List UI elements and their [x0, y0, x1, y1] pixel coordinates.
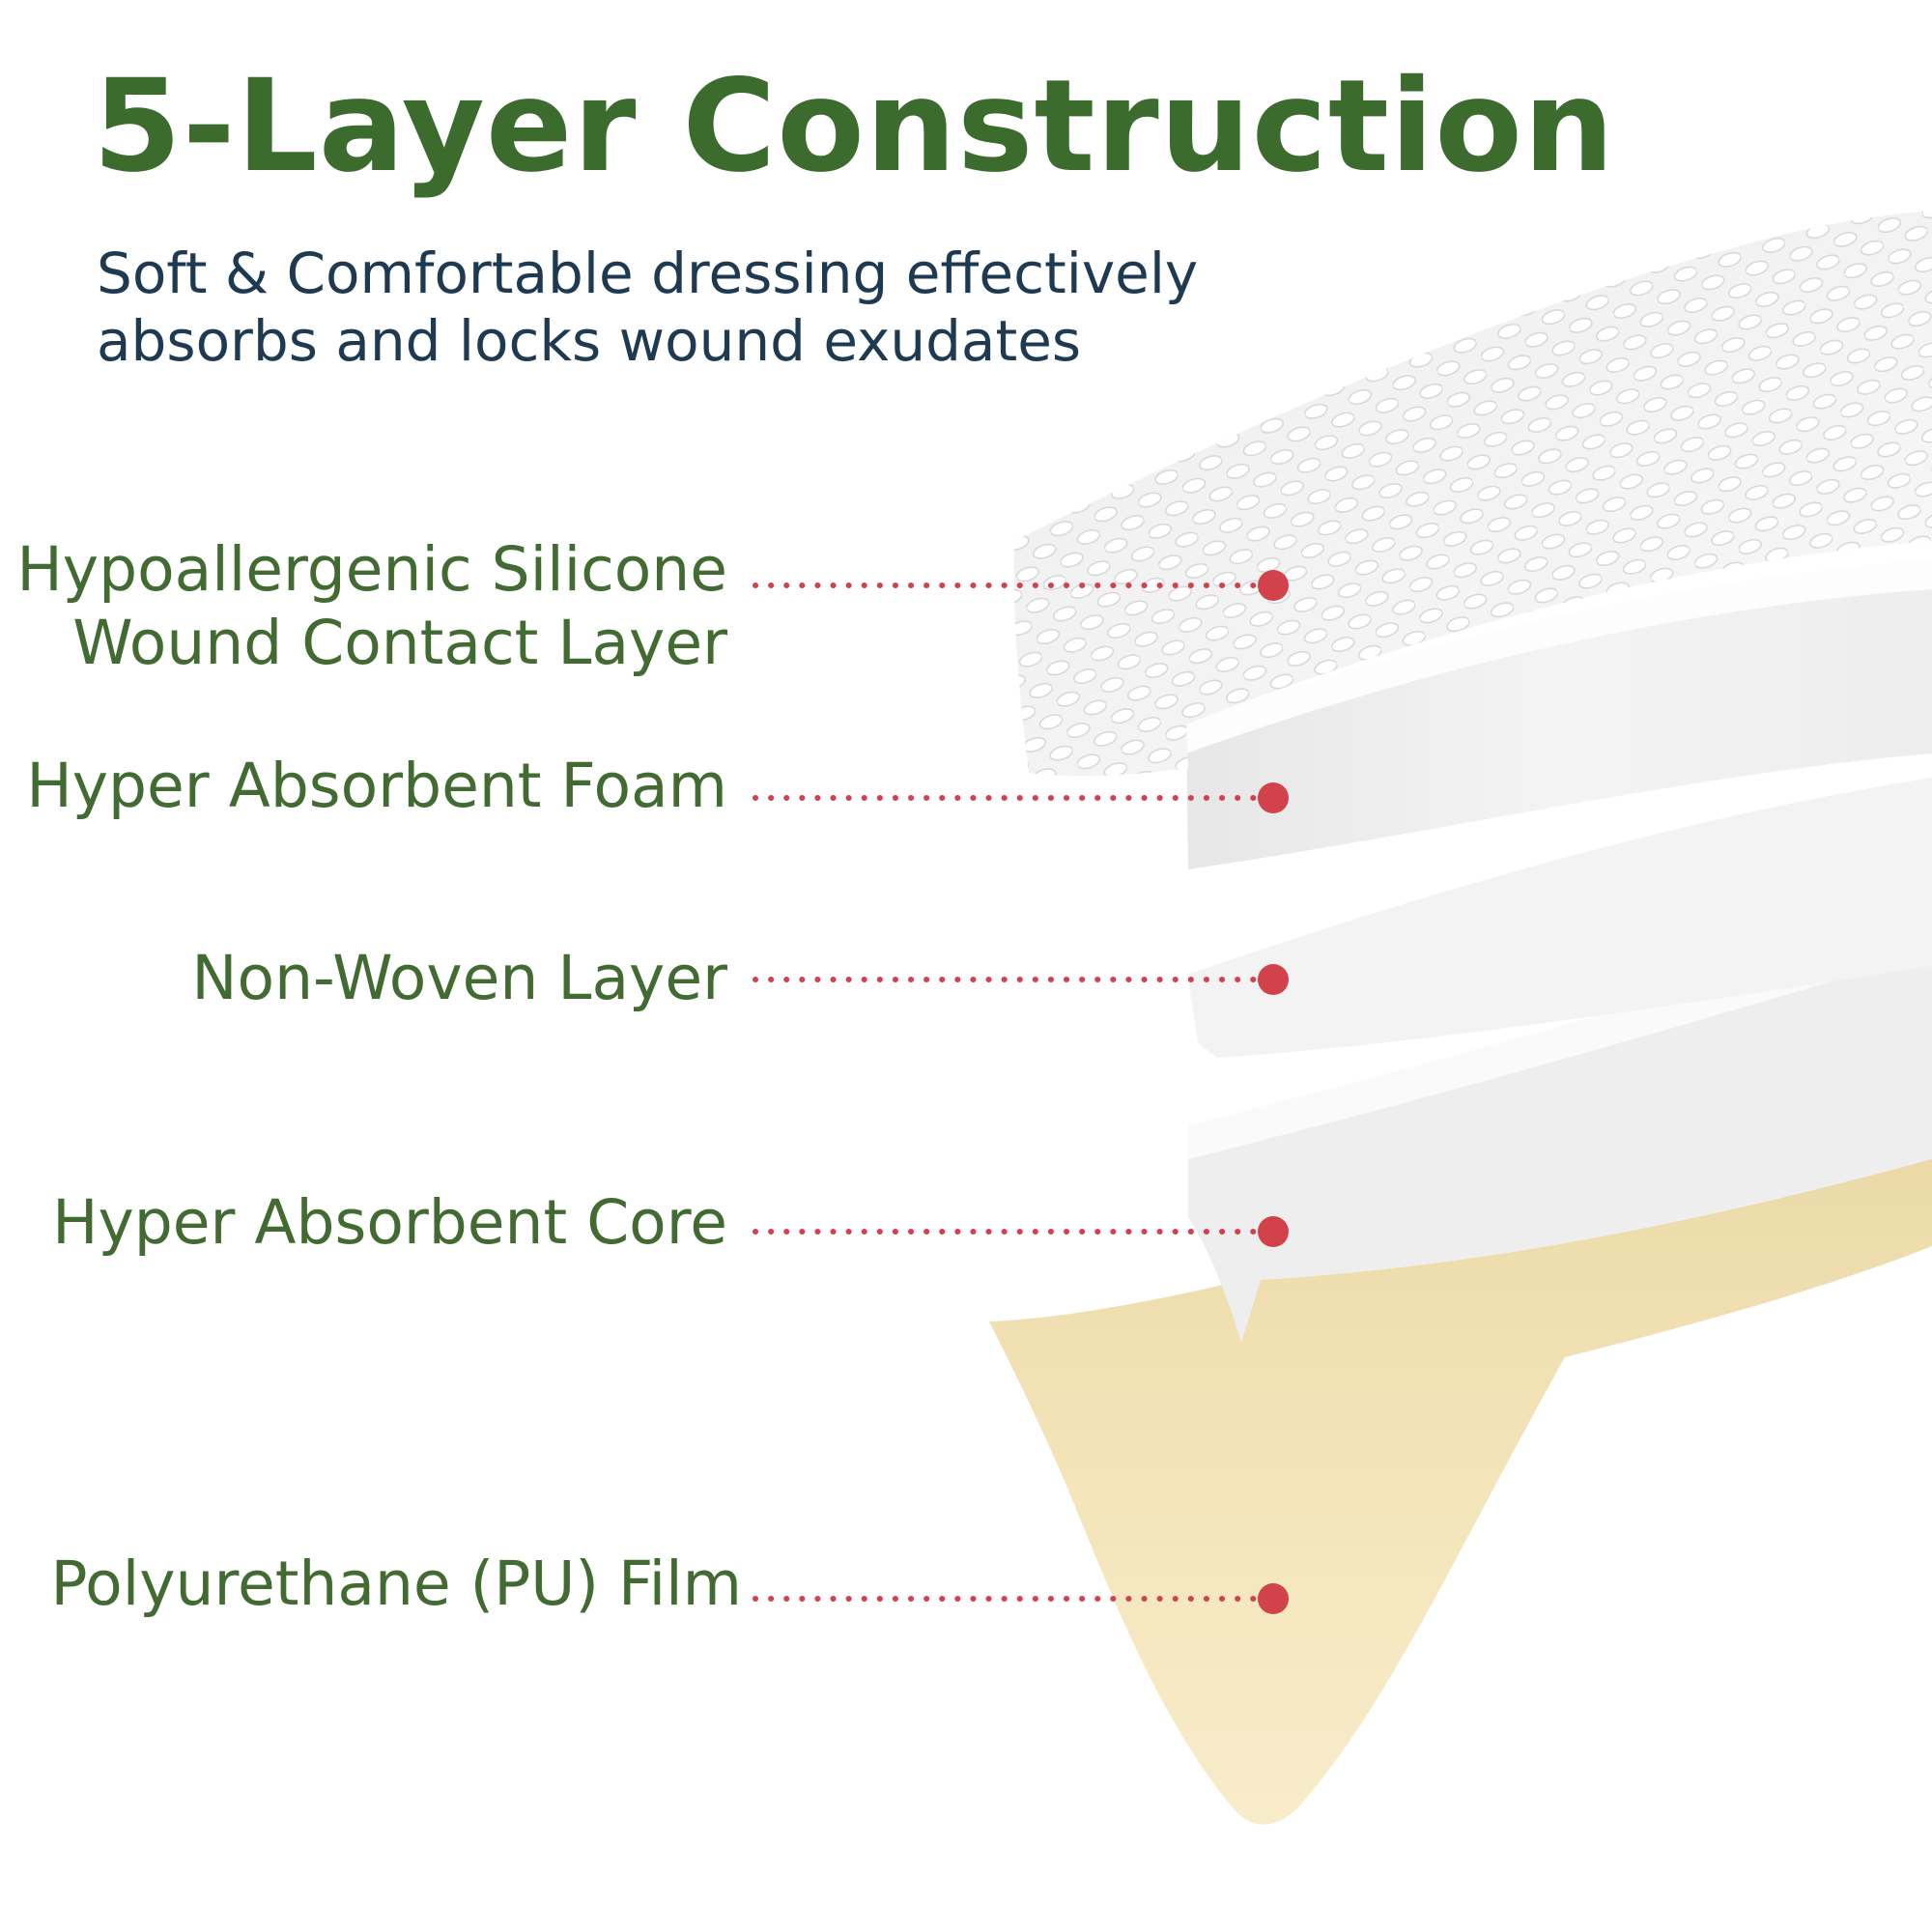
foam-layer [1186, 560, 1932, 869]
layer-label-silicone-line2: Wound Contact Layer [72, 608, 727, 678]
layer-label-silicone: Hypoallergenic Silicone Wound Contact La… [16, 533, 727, 680]
leader-lines [753, 570, 1289, 1614]
non-woven-layer [1183, 749, 1932, 1058]
non-woven-layer-edge [1183, 749, 1932, 976]
pu-film-layer [989, 1077, 1932, 1825]
layer-label-pu-film: Polyurethane (PU) Film [50, 1548, 742, 1621]
layer-label-pu-film-line1: Polyurethane (PU) Film [50, 1548, 742, 1619]
layer-label-non-woven: Non-Woven Layer [191, 942, 727, 1015]
core-layer [1188, 918, 1932, 1343]
layer-label-silicone-line1: Hypoallergenic Silicone [16, 534, 727, 605]
layer-label-core: Hyper Absorbent Core [52, 1186, 727, 1260]
leader-dot-pu-film [1258, 1583, 1289, 1614]
layer-label-foam: Hyper Absorbent Foam [26, 750, 727, 823]
silicone-perforations [1013, 211, 1932, 777]
leader-dot-non-woven [1258, 964, 1289, 995]
layer-label-foam-line1: Hyper Absorbent Foam [26, 751, 727, 821]
layer-label-core-line1: Hyper Absorbent Core [52, 1187, 727, 1258]
page-subtitle: Soft & Comfortable dressing effectively … [97, 241, 1199, 374]
page-title: 5-Layer Construction [93, 52, 1615, 201]
layer-label-non-woven-line1: Non-Woven Layer [191, 943, 727, 1013]
foam-layer-edge [1186, 560, 1932, 753]
leader-dot-silicone [1258, 570, 1289, 601]
leader-dot-foam [1258, 782, 1289, 813]
leader-dot-core [1258, 1216, 1289, 1247]
